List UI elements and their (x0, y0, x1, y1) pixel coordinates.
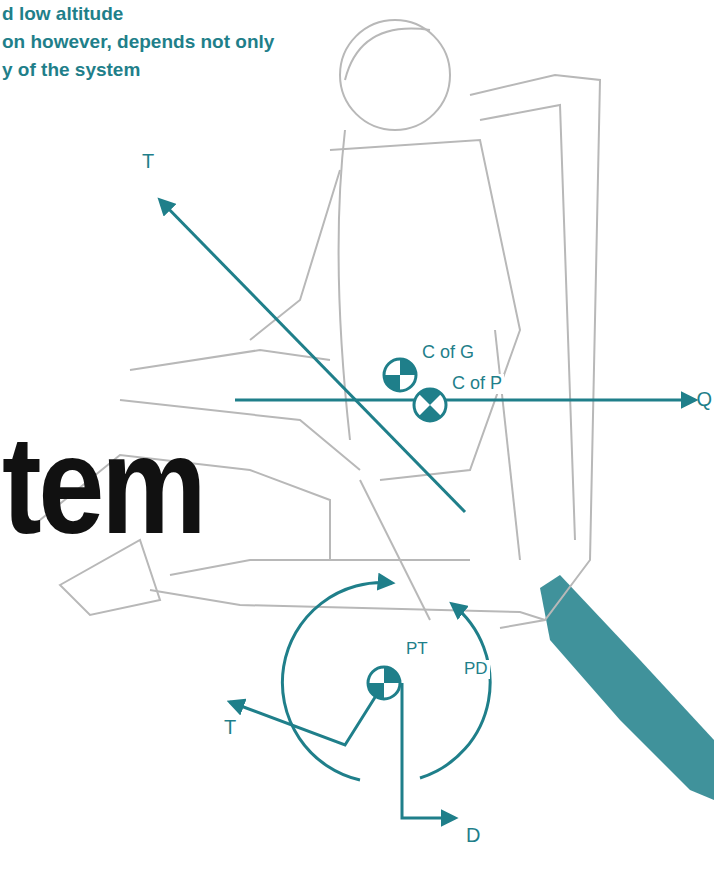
intro-text: d low altitude (2, 4, 123, 25)
point-label: C of G (420, 343, 476, 363)
heading-fragment: tem (2, 408, 203, 562)
moment-label: PD (462, 660, 490, 679)
cg-symbol-lower (368, 667, 400, 699)
moment-arcs (230, 583, 490, 818)
rocket-plume (540, 575, 714, 800)
cg-symbol (384, 359, 416, 391)
point-label: C of P (450, 374, 504, 394)
vector-label: Q (696, 388, 712, 410)
vector-label: D (464, 824, 482, 846)
vector-label: T (140, 150, 156, 172)
dynamic-pressure-vector (235, 399, 695, 402)
cp-symbol (414, 389, 446, 421)
intro-text: y of the system (2, 60, 140, 81)
intro-text: on however, depends not only (2, 32, 274, 53)
vector-label: T (222, 716, 238, 738)
moment-label: PT (404, 640, 430, 659)
